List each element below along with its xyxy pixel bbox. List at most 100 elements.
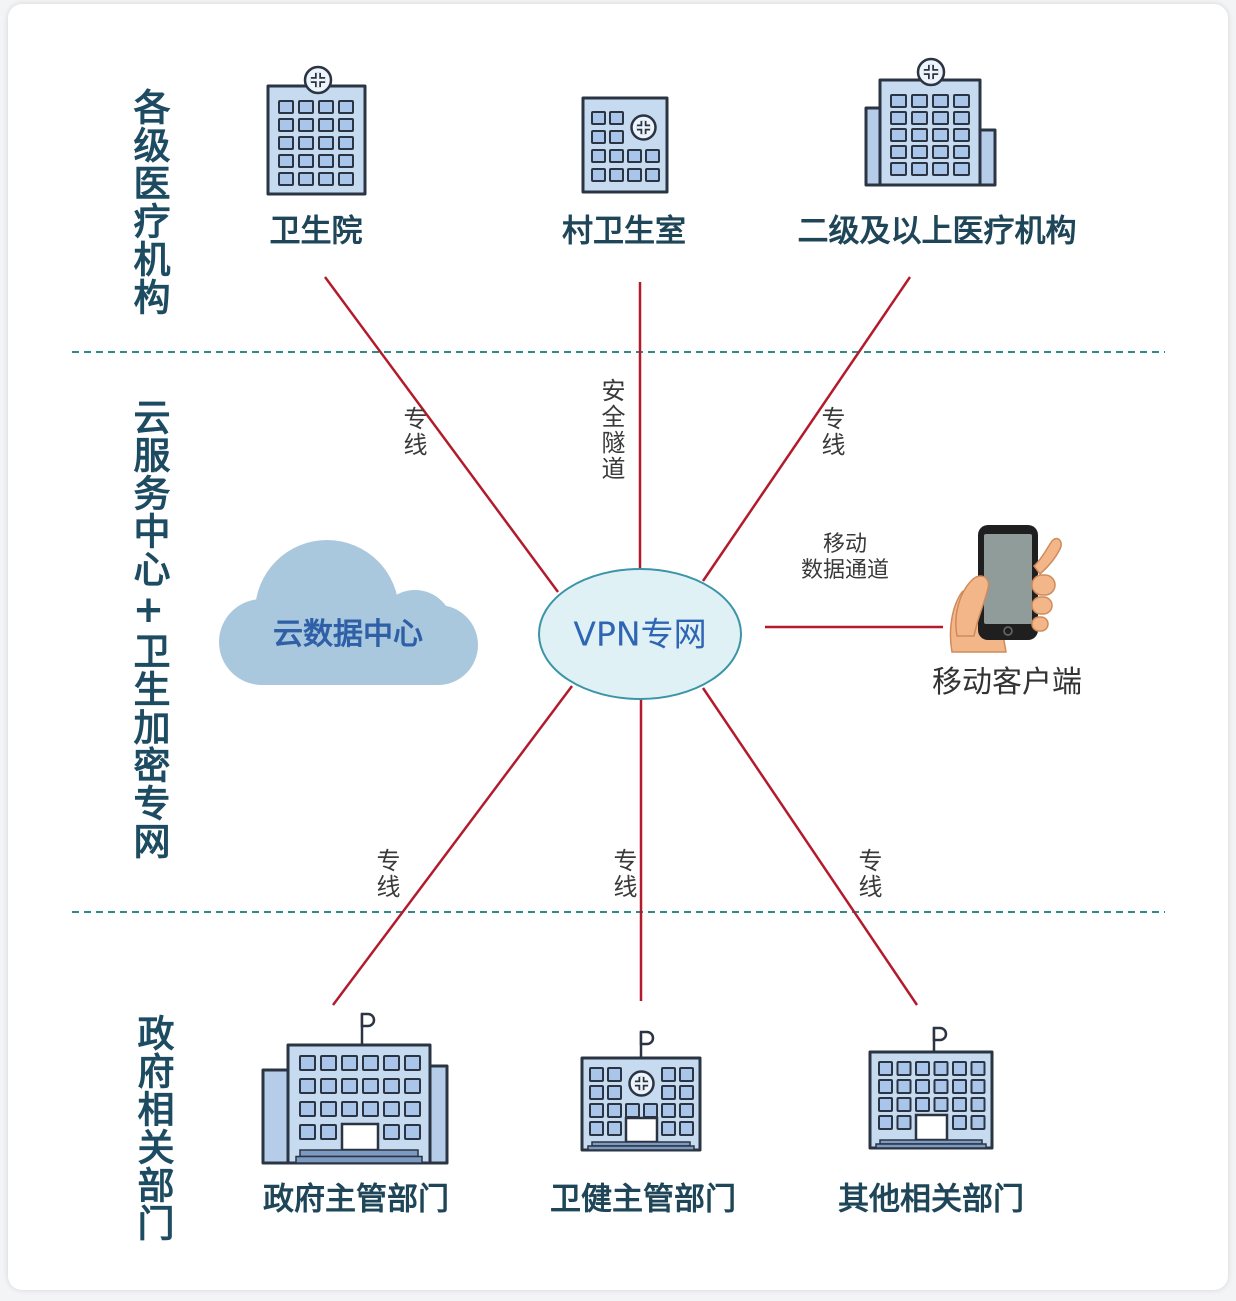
window [362, 1055, 379, 1071]
window-grid [278, 100, 354, 186]
window [661, 1067, 676, 1082]
window [338, 100, 354, 114]
window [383, 1055, 400, 1071]
window [609, 111, 624, 125]
cloud-data-center-label: 云数据中心 [273, 617, 423, 652]
medical-cross-icon [630, 114, 657, 141]
link-label-bottom-center: 专线 [609, 848, 637, 900]
window [383, 1124, 400, 1140]
window [607, 1085, 622, 1100]
window [627, 168, 642, 182]
window [911, 128, 928, 142]
window [896, 1061, 912, 1076]
flag-icon [932, 1026, 948, 1052]
link-label-bottom-left: 专线 [372, 848, 400, 900]
window [338, 136, 354, 150]
hospital-complex-icon [864, 57, 997, 187]
window [589, 1067, 604, 1082]
link-label-bottom-right: 专线 [854, 848, 882, 900]
window [890, 162, 907, 176]
step [587, 1145, 695, 1151]
window [609, 130, 624, 144]
window [679, 1085, 694, 1100]
smartphone-in-hand-icon [949, 525, 1062, 653]
window [589, 1121, 604, 1136]
window [911, 111, 928, 125]
section-label-cloud-and-network: 云服务中心+卫生加密专网 [127, 398, 170, 860]
window [911, 145, 928, 159]
window [878, 1079, 893, 1094]
node-label-other-departments: 其他相关部门 [838, 1181, 1024, 1218]
window [404, 1101, 421, 1117]
window [383, 1078, 400, 1094]
cross-mark [310, 72, 326, 88]
building-wing-left [261, 1068, 292, 1165]
window-grid [299, 1055, 421, 1140]
medical-cross-icon [916, 57, 946, 87]
window [320, 1101, 337, 1117]
cloud-icon [219, 540, 478, 685]
vpn-hub-label: VPN专网 [573, 614, 707, 654]
node-label-secondary-hospital: 二级及以上医疗机构 [797, 213, 1077, 250]
window [952, 1115, 967, 1130]
window [404, 1078, 421, 1094]
building-door [340, 1122, 380, 1152]
window [362, 1078, 379, 1094]
window [952, 1061, 967, 1076]
window [896, 1079, 912, 1094]
phone-home-button [1003, 626, 1013, 636]
window [970, 1115, 986, 1130]
hospital-building-icon [266, 65, 367, 196]
hand-finger [1031, 574, 1056, 596]
hand-thumb [955, 575, 990, 637]
window [607, 1067, 622, 1082]
window [607, 1103, 622, 1118]
hand-finger [1031, 596, 1053, 615]
flag-icon [639, 1030, 655, 1058]
window [952, 1097, 967, 1112]
window [591, 111, 606, 125]
window [320, 1055, 337, 1071]
window [933, 1061, 949, 1076]
step [295, 1155, 423, 1164]
window [970, 1061, 986, 1076]
window [953, 94, 970, 108]
window [298, 100, 314, 114]
window [932, 162, 949, 176]
window [341, 1078, 358, 1094]
flag-icon [360, 1012, 376, 1045]
flag-cloth [932, 1026, 948, 1042]
node-label-township-hospital: 卫生院 [269, 213, 363, 250]
window [896, 1115, 912, 1130]
window [932, 145, 949, 159]
window [299, 1055, 316, 1071]
hand-finger [1032, 537, 1062, 576]
window [341, 1055, 358, 1071]
window [609, 149, 624, 163]
window-grid [878, 1061, 986, 1130]
window [278, 136, 294, 150]
building-door [914, 1113, 949, 1142]
window [404, 1055, 421, 1071]
link-line-secondary-hospital [701, 276, 912, 582]
cross-mark [923, 64, 939, 80]
window [878, 1115, 893, 1130]
window-grid [890, 94, 970, 176]
window [890, 145, 907, 159]
window [890, 94, 907, 108]
entrance-steps [875, 1139, 987, 1149]
link-line-other-departments [701, 687, 919, 1006]
window [933, 1097, 949, 1112]
window [645, 149, 660, 163]
window [341, 1101, 358, 1117]
window [383, 1101, 400, 1117]
entrance-steps [587, 1141, 695, 1151]
link-line-township-hospital [323, 276, 560, 593]
window [299, 1101, 316, 1117]
window [896, 1097, 912, 1112]
window [298, 118, 314, 132]
node-label-government-department: 政府主管部门 [263, 1181, 449, 1218]
connection-lines [323, 276, 943, 1006]
window [318, 100, 334, 114]
